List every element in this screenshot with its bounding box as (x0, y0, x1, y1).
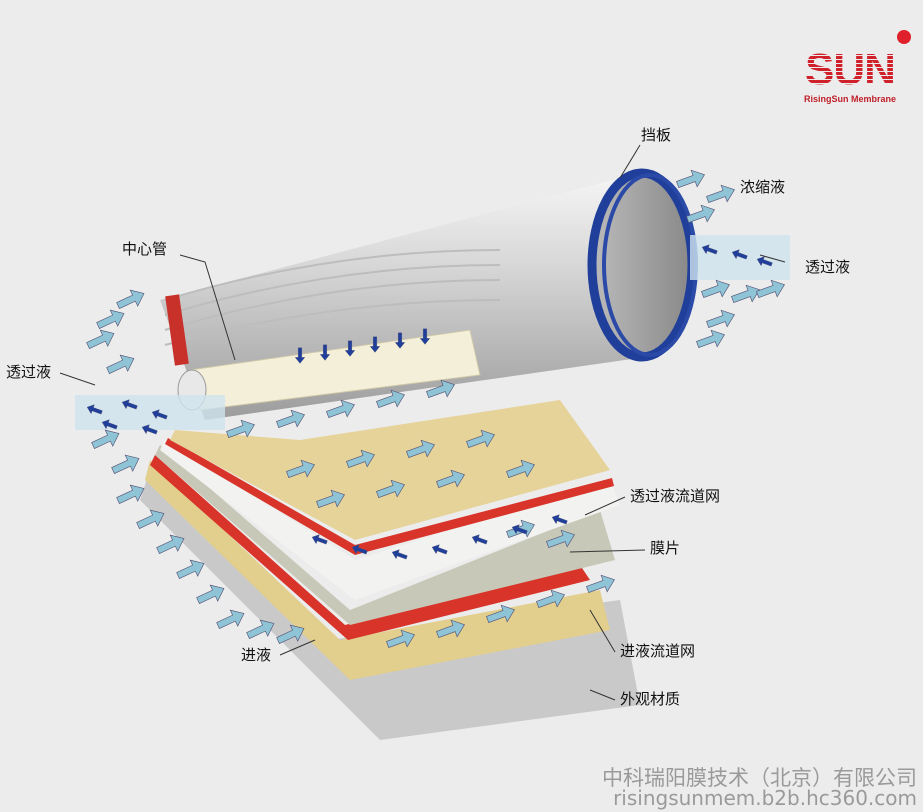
flow-arrow-icon (121, 399, 138, 410)
flow-arrow-icon (294, 347, 306, 364)
flow-arrow-icon (111, 454, 140, 475)
flow-arrow-icon (136, 509, 165, 530)
flow-arrow-icon (311, 534, 328, 545)
flow-arrow-icon (466, 429, 495, 449)
flow-arrow-icon (756, 279, 785, 299)
label-outer-wrap: 外观材质 (620, 690, 681, 708)
label-permeate-spacer: 透过液流道网 (630, 487, 721, 505)
flow-arrow-icon (394, 332, 406, 349)
flow-arrow-icon (369, 336, 381, 353)
flow-arrow-icon (676, 169, 705, 189)
logo-tagline: RisingSun Membrane (803, 94, 896, 104)
flow-arrow-icon (551, 514, 568, 525)
flow-arrow-icon (346, 449, 375, 469)
flow-arrow-icon (586, 574, 615, 594)
flow-arrow-icon (156, 534, 185, 555)
label-baffle: 挡板 (641, 126, 672, 144)
flow-arrow-icon (286, 459, 315, 479)
flow-arrow-icon (216, 609, 245, 630)
flow-arrow-icon (351, 544, 368, 555)
flow-arrow-icon (196, 584, 225, 605)
flow-arrow-icon (319, 344, 331, 361)
flow-arrow-icon (506, 459, 535, 479)
flow-arrow-icon (386, 629, 415, 649)
label-concentrate: 浓缩液 (740, 178, 786, 196)
flow-arrow-icon (706, 184, 735, 204)
flow-arrow-icon (141, 424, 158, 435)
flow-arrow-icon (86, 329, 115, 350)
flow-arrow-icon (546, 529, 575, 549)
flow-arrows (86, 169, 785, 649)
end-cap (587, 168, 697, 362)
flow-arrow-icon (316, 489, 345, 509)
flow-arrow-icon (731, 249, 748, 260)
flow-arrow-icon (276, 624, 305, 645)
label-center-tube: 中心管 (122, 240, 168, 258)
flow-arrow-icon (406, 439, 435, 459)
flow-arrow-icon (696, 329, 725, 349)
flow-arrow-icon (344, 340, 356, 357)
flow-arrow-icon (419, 328, 431, 345)
flow-arrow-icon (116, 289, 145, 310)
flow-arrow-icon (391, 549, 408, 560)
feed-spacer-layer (145, 460, 610, 680)
flow-arrow-icon (376, 389, 405, 409)
company-name: 中科瑞阳膜技术（北京）有限公司 (602, 766, 917, 790)
flow-arrow-icon (701, 244, 718, 255)
flow-arrow-icon (326, 399, 355, 419)
flow-arrow-icon (436, 619, 465, 639)
flow-arrow-icon (376, 479, 405, 499)
label-permeate-left: 透过液 (6, 363, 52, 381)
flow-arrow-icon (426, 379, 455, 399)
flow-arrow-icon (431, 544, 448, 555)
permeate-spacer-layer (160, 440, 620, 600)
flow-arrow-icon (436, 469, 465, 489)
wound-layers (164, 249, 501, 346)
flow-arrow-icon (706, 309, 735, 329)
company-url: risingsunmem.b2b.hc360.com (613, 786, 917, 810)
leader-lines (59, 144, 786, 701)
flow-arrow-icon (486, 604, 515, 624)
flow-arrow-icon (176, 559, 205, 580)
logo: SUN RisingSun Membrane (795, 48, 905, 105)
flow-arrow-icon (101, 419, 118, 430)
flow-arrow-icon (96, 309, 125, 330)
flow-arrow-icon (226, 419, 255, 439)
top-spacer-layer (170, 400, 610, 540)
flow-arrow-icon (246, 619, 275, 640)
flow-arrow-icon (116, 484, 145, 505)
logo-dot (897, 30, 911, 44)
membrane-sheet-layer (155, 445, 615, 625)
flow-arrow-icon (756, 256, 773, 267)
outer-wrap-layer (140, 470, 640, 740)
flow-arrow-icon (701, 279, 730, 299)
label-permeate-right: 透过液 (805, 258, 851, 276)
flow-arrow-icon (276, 409, 305, 429)
permeate-flow-right (690, 235, 790, 280)
flow-arrow-icon (106, 354, 135, 375)
flow-arrow-icon (471, 534, 488, 545)
red-seal (165, 294, 189, 366)
flow-arrow-icon (511, 524, 528, 535)
flow-arrow-icon (151, 409, 168, 420)
flow-arrow-icon (686, 204, 715, 224)
flow-arrow-icon (536, 589, 565, 609)
label-feed: 进液 (241, 646, 272, 664)
flow-arrow-icon (731, 284, 760, 304)
flow-arrow-icon (86, 404, 103, 415)
flow-arrow-icon (91, 429, 120, 450)
label-membrane-sheet: 膜片 (650, 539, 681, 557)
logo-brand: SUN (795, 48, 905, 92)
label-feed-spacer: 进液流道网 (620, 642, 696, 660)
membrane-red-layer (150, 455, 590, 640)
